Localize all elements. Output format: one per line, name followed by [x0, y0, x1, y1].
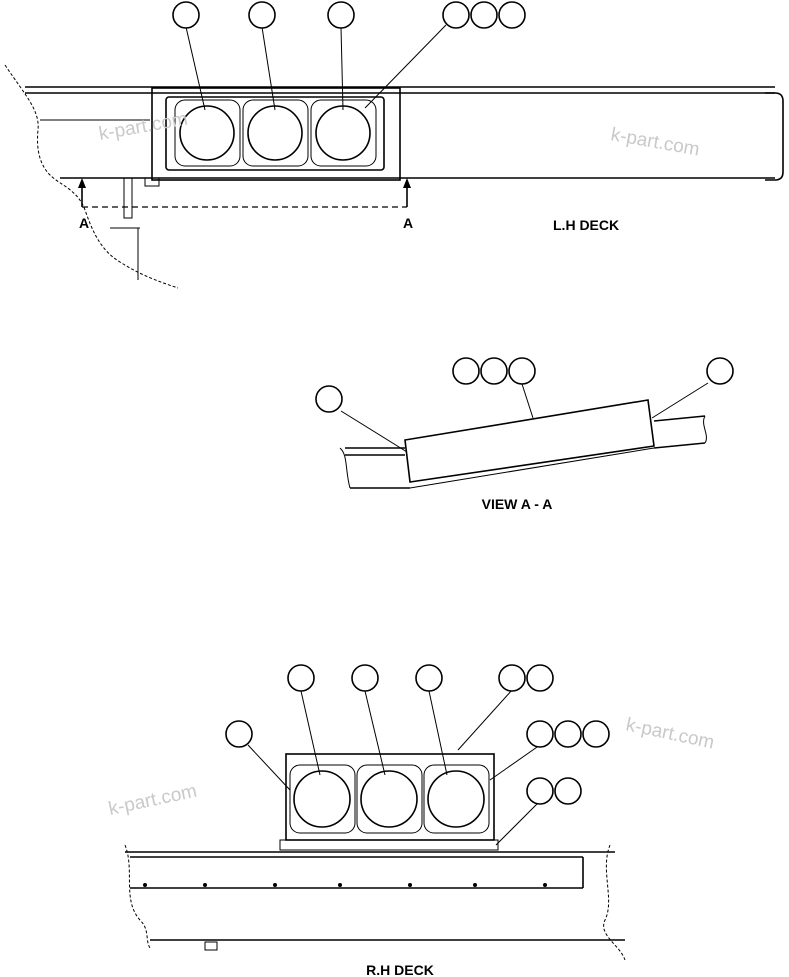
callout-balloon — [554, 777, 582, 805]
watermark: k-part.com — [624, 714, 716, 753]
lh-lamp-2 — [242, 99, 309, 167]
section-mark-left: A — [79, 215, 89, 231]
view-label: VIEW A - A — [482, 496, 553, 512]
lh-lamp-1 — [174, 99, 241, 167]
callout-balloon — [508, 357, 536, 385]
callout-balloon — [526, 777, 554, 805]
callout-balloon — [582, 720, 610, 748]
rh-deck-drawing: R.H DECK — [124, 664, 626, 977]
callout-balloon — [554, 720, 582, 748]
callout-balloon — [315, 385, 343, 413]
watermark: k-part.com — [107, 781, 199, 820]
callout-balloon — [415, 664, 443, 692]
section-mark-right: A — [403, 215, 413, 231]
callout-balloon — [327, 1, 355, 29]
view-a-a-drawing: VIEW A - A — [315, 357, 734, 512]
callout-balloon — [287, 664, 315, 692]
callout-balloon — [172, 1, 200, 29]
callout-balloon — [470, 1, 498, 29]
watermark: k-part.com — [609, 124, 701, 160]
rh-lamp-2 — [356, 764, 423, 834]
lh-deck-drawing: A A L.H DECK — [4, 1, 784, 289]
callout-balloon — [480, 357, 508, 385]
callout-balloon — [225, 720, 253, 748]
callout-balloon — [248, 1, 276, 29]
rh-lamp-3 — [423, 764, 490, 834]
callout-balloon — [452, 357, 480, 385]
rh-deck-label: R.H DECK — [366, 962, 434, 977]
callout-balloon — [526, 720, 554, 748]
rh-lamp-1 — [289, 764, 356, 834]
lh-lamp-3 — [310, 99, 377, 167]
callout-balloon — [498, 1, 526, 29]
callout-balloon — [526, 664, 554, 692]
callout-balloon — [498, 664, 526, 692]
callout-balloon — [351, 664, 379, 692]
lh-deck-label: L.H DECK — [553, 217, 619, 233]
callout-balloon — [706, 357, 734, 385]
callout-balloon — [442, 1, 470, 29]
